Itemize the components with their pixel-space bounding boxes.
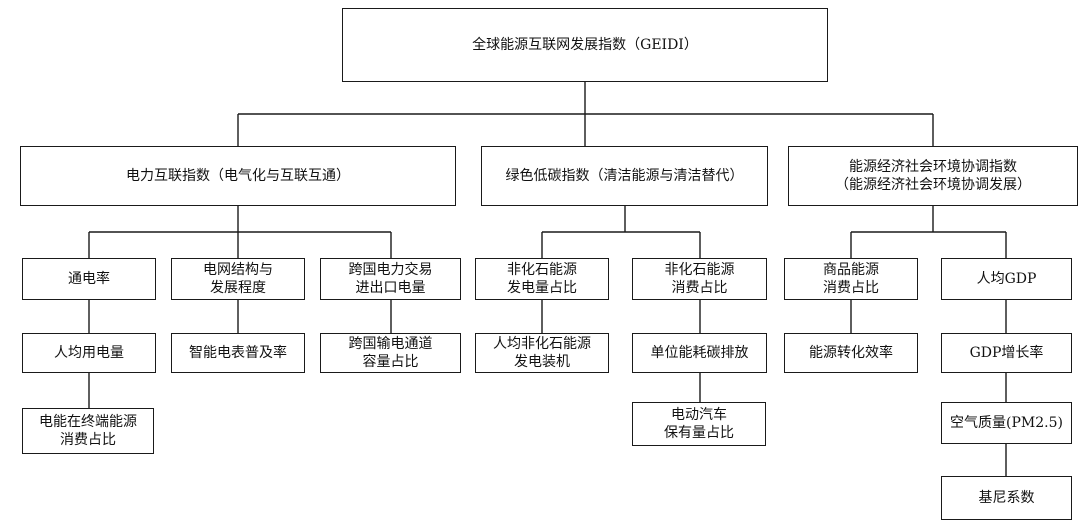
indicator-label: 电网结构与	[203, 262, 273, 278]
indicator-node: GDP增长率	[941, 333, 1072, 373]
indicator-label: 人均非化石能源	[493, 336, 591, 352]
indicator-label: 人均用电量	[54, 345, 124, 361]
indicator-label: 商品能源	[823, 262, 879, 278]
green-index-label: 绿色低碳指数（清洁能源与清洁替代）	[505, 168, 744, 184]
indicator-label: 跨国输电通道	[348, 336, 433, 352]
indicator-label: 消费占比	[671, 280, 728, 296]
indicator-label: 消费占比	[60, 432, 116, 448]
coordination-index-sublabel: （能源经济社会环境协调发展）	[835, 177, 1031, 193]
indicator-label: 单位能耗碳排放	[650, 345, 749, 361]
indicator-node: 空气质量(PM2.5)	[941, 402, 1072, 444]
indicator-label: 人均GDP	[976, 271, 1037, 287]
indicator-node: 跨国输电通道 容量占比	[320, 333, 461, 373]
indicator-node: 人均用电量	[22, 333, 156, 373]
indicator-label: 保有量占比	[664, 425, 734, 441]
indicator-label: 电动汽车	[671, 407, 727, 423]
indicator-label: 能源转化效率	[809, 345, 893, 361]
coordination-index-label: 能源经济社会环境协调指数	[849, 159, 1017, 175]
indicator-node: 基尼系数	[941, 476, 1072, 520]
indicator-node: 电网结构与 发展程度	[171, 258, 305, 300]
indicator-label: 通电率	[68, 271, 110, 287]
indicator-node: 通电率	[22, 258, 156, 300]
indicator-label: 发电量占比	[507, 280, 577, 296]
indicator-node: 商品能源 消费占比	[784, 258, 918, 300]
indicator-node: 跨国电力交易 进出口电量	[320, 258, 461, 300]
indicator-label: GDP增长率	[969, 345, 1044, 361]
indicator-label: 基尼系数	[978, 490, 1035, 506]
indicator-node: 电能在终端能源 消费占比	[22, 408, 154, 454]
indicator-label: 非化石能源	[507, 262, 577, 278]
indicator-label: 发展程度	[210, 280, 266, 296]
indicator-label: 消费占比	[823, 280, 879, 296]
indicator-node: 智能电表普及率	[171, 333, 305, 373]
indicator-label: 非化石能源	[664, 262, 735, 278]
coordination-index-node: 能源经济社会环境协调指数 （能源经济社会环境协调发展）	[788, 146, 1078, 206]
green-index-node: 绿色低碳指数（清洁能源与清洁替代）	[481, 146, 768, 206]
indicator-node: 单位能耗碳排放	[632, 333, 767, 373]
indicator-node: 人均非化石能源 发电装机	[475, 333, 609, 373]
indicator-label: 容量占比	[362, 354, 419, 370]
indicator-node: 非化石能源 消费占比	[632, 258, 767, 300]
indicator-label: 智能电表普及率	[189, 345, 287, 361]
indicator-node: 非化石能源 发电量占比	[475, 258, 609, 300]
indicator-node: 能源转化效率	[784, 333, 918, 373]
indicator-label: 进出口电量	[355, 280, 426, 296]
indicator-node: 人均GDP	[941, 258, 1072, 300]
indicator-label: 发电装机	[514, 354, 570, 370]
indicator-label: 电能在终端能源	[39, 414, 137, 430]
indicator-label: 跨国电力交易	[348, 262, 433, 278]
root-label: 全球能源互联网发展指数（GEIDI）	[472, 37, 698, 53]
indicator-node: 电动汽车 保有量占比	[632, 402, 766, 446]
power-index-label: 电力互联指数（电气化与互联互通）	[126, 168, 350, 184]
root-node: 全球能源互联网发展指数（GEIDI）	[342, 8, 828, 82]
indicator-label: 空气质量(PM2.5)	[950, 415, 1063, 431]
power-index-node: 电力互联指数（电气化与互联互通）	[20, 146, 456, 206]
